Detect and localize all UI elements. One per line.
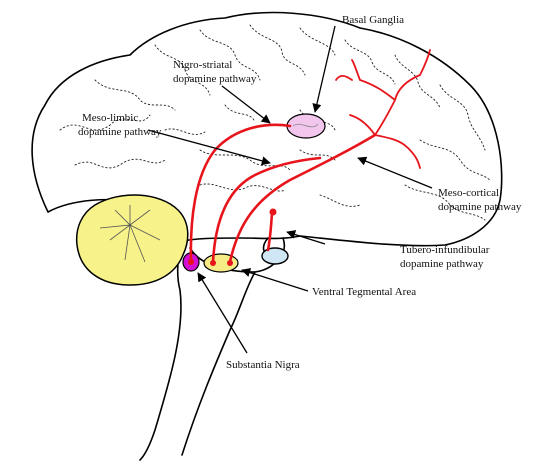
vta-origin-dot-1 [210,260,216,266]
tuberoinfundibular-origin [270,209,277,216]
label-substantia-nigra: Substantia Nigra [226,359,300,371]
pituitary-gland [262,248,288,264]
mesocortical-branches [350,50,430,168]
label-basal-ganglia: Basal Ganglia [342,14,404,26]
cerebellum [77,195,188,285]
mesocortical-arrow [358,158,432,188]
vta-origin-dot-2 [227,260,233,266]
substantia-nigra-arrow [198,273,247,353]
basal-ganglia-arrow [315,26,335,112]
label-mesocortical-line1: Meso-cortical [438,187,499,199]
label-nigrostriatal-line2: dopamine pathway [173,73,257,85]
label-mesolimbic-line1: Meso-limbic [82,112,138,124]
tuberoinfundibular-pathway [268,213,272,250]
vta-arrow [242,270,308,291]
label-mesocortical-line2: dopamine pathway [438,201,522,213]
mesocortical-top-branch [336,76,352,80]
mesocortical-pathway [230,135,375,262]
label-nigrostriatal-line1: Nigro-striatal [173,59,232,71]
sn-origin-dot [188,259,194,265]
label-mesolimbic-line2: dopamine pathway [78,126,162,138]
label-tuberoinfundibular-line1: Tubero-infundibular [400,244,490,256]
label-tuberoinfundibular-line2: dopamine pathway [400,258,484,270]
nigrostriatal-arrow [222,86,270,123]
label-vta: Ventral Tegmental Area [312,286,416,298]
